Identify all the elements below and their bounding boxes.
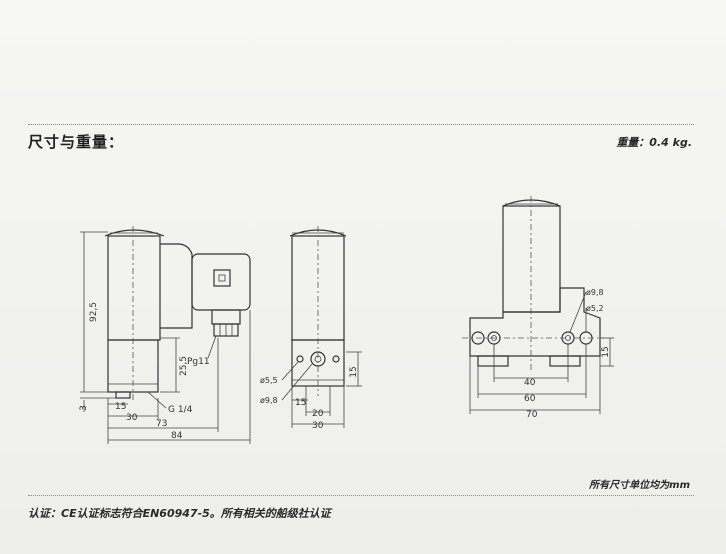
- front-dim-30: 30: [312, 421, 324, 431]
- bottom-divider: [28, 495, 694, 496]
- front-dim-20: 20: [312, 409, 324, 419]
- side-dim-30: 30: [126, 413, 138, 423]
- certification-note: 认证：CE认证标志符合EN60947-5。所有相关的船级社认证: [28, 507, 331, 520]
- front-dim-15-vertical: 15: [349, 366, 359, 377]
- weight-label: 重量：0.4 kg.: [616, 136, 692, 149]
- side-dim-3: 3: [79, 405, 89, 411]
- side-label-g14: G 1/4: [168, 405, 193, 415]
- end-dim-70: 70: [526, 410, 538, 420]
- end-hole-small: ø5,2: [586, 304, 604, 313]
- front-view-drawing: 15 ø5,5 ø9,8 15 20 30: [260, 226, 362, 431]
- section-title: 尺寸与重量：: [28, 133, 125, 151]
- units-note: 所有尺寸单位均为mm: [589, 480, 690, 491]
- top-divider: [28, 124, 694, 125]
- side-label-pg11: Pg11: [187, 357, 210, 367]
- side-dim-84: 84: [171, 431, 183, 441]
- front-dim-15: 15: [295, 398, 306, 408]
- end-dim-40: 40: [524, 378, 536, 388]
- side-dim-25-5: 25,5: [179, 356, 189, 376]
- end-view-drawing: ø9,8 ø5,2 15 40 60 70: [462, 196, 614, 420]
- end-hole-large: ø9,8: [586, 288, 604, 297]
- end-dim-60: 60: [524, 394, 536, 404]
- front-hole-large: ø9,8: [260, 396, 278, 405]
- side-height-dim: 92,5: [89, 302, 99, 322]
- front-hole-small: ø5,5: [260, 376, 278, 385]
- side-dim-73: 73: [156, 419, 167, 429]
- end-dim-15-vertical: 15: [601, 346, 611, 357]
- side-dim-15: 15: [115, 402, 126, 412]
- side-view-drawing: 92,5 3 25,5 Pg11 G 1/4 15 30 73: [79, 226, 251, 444]
